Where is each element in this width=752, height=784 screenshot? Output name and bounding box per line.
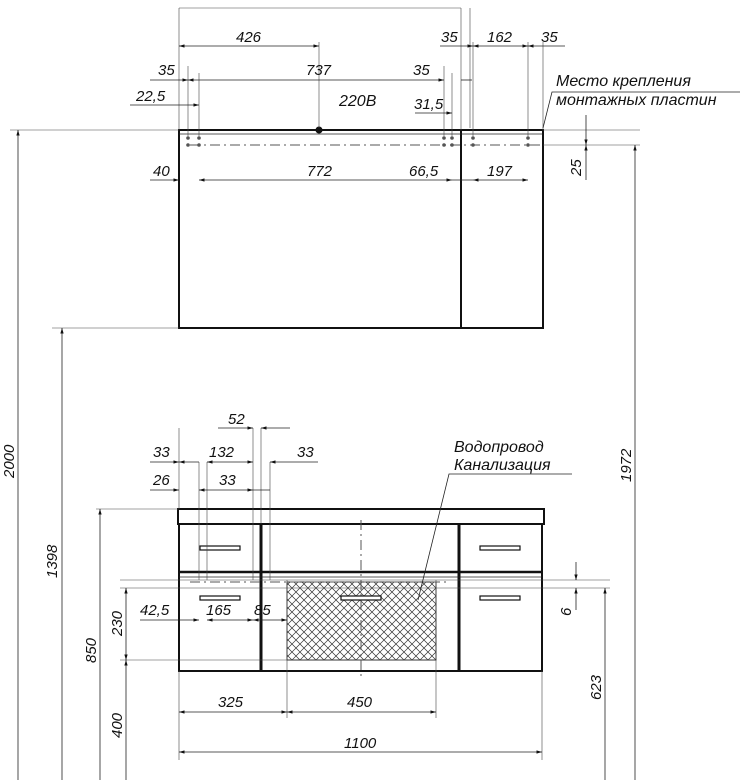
mount-note-line1: Место крепления [556,73,691,90]
vanity-extension-lines [96,428,610,760]
drawer-handle-top-right [479,545,521,551]
dim-33-a: 33 [153,444,170,461]
height-1972: 1972 [618,448,635,482]
dim-35-right-a: 35 [441,29,458,46]
dim-26: 26 [152,472,170,489]
height-2000: 2000 [1,444,18,479]
dim-737: 737 [306,62,332,79]
mount-note-line2: монтажных пластин [556,92,717,109]
height-623: 623 [588,674,605,700]
wall-extension-lines [10,7,640,329]
power-outlet-icon [315,126,323,134]
dim-31-5: 31,5 [414,96,444,113]
mount-points [186,136,530,147]
dim-35-right-b: 35 [541,29,558,46]
wall-dimension-lines [16,44,740,780]
drawer-handle-bottom-left [199,595,241,601]
dim-40: 40 [153,163,170,180]
dim-450: 450 [347,694,373,711]
vanity-dimension-lines [98,426,607,780]
drawer-handle-center [340,595,382,601]
drawer-handle-bottom-right [479,595,521,601]
dim-33-c: 33 [219,472,236,489]
wall-cabinet-main-body [178,129,462,329]
wall-cabinet [178,126,544,329]
dim-52: 52 [228,411,245,428]
height-850: 850 [83,637,100,663]
dim-66-5: 66,5 [409,163,439,180]
height-1398: 1398 [44,544,61,578]
drawer-handle-top-left [199,545,241,551]
dim-772: 772 [307,163,333,180]
dim-230: 230 [109,610,126,637]
dim-325: 325 [218,694,244,711]
dim-25: 25 [568,159,585,177]
utility-note-line2: Канализация [454,457,551,474]
dim-85: 85 [254,602,271,619]
wall-cabinet-side-body [460,129,544,329]
dim-165: 165 [206,602,232,619]
dim-132: 132 [209,444,235,461]
power-label: 220В [338,93,377,110]
dim-33-b: 33 [297,444,314,461]
dim-162: 162 [487,29,513,46]
dim-35-mid: 35 [413,62,430,79]
dim-22-5: 22,5 [135,88,166,105]
dim-42-5: 42,5 [140,602,170,619]
dim-1100: 1100 [344,735,377,752]
dim-35-left: 35 [158,62,175,79]
vanity-cabinet [177,508,545,680]
dim-426: 426 [236,29,262,46]
utility-note-line1: Водопровод [454,439,544,456]
dim-197: 197 [487,163,513,180]
dim-6: 6 [558,607,575,616]
height-400: 400 [109,712,126,738]
